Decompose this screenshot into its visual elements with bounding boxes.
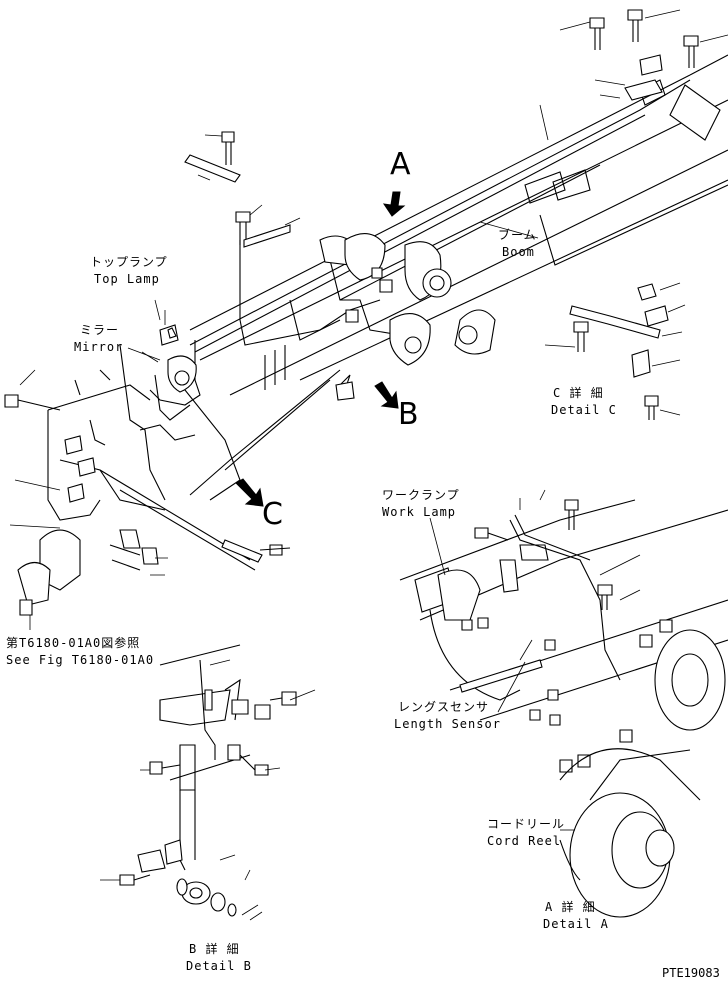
detail-b-drawing bbox=[100, 644, 316, 921]
view-a-letter: A bbox=[390, 147, 411, 182]
see-fig-label-en: See Fig T6180-01A0 bbox=[6, 653, 155, 667]
work-lamp-label-jp: ワークランプ bbox=[382, 488, 460, 502]
boom-label-en: Boom bbox=[502, 245, 535, 259]
top-lamp-label-jp: トップランプ bbox=[90, 255, 168, 269]
mirror-label-en: Mirror bbox=[74, 340, 124, 354]
top-lamp-label-en: Top Lamp bbox=[94, 272, 160, 286]
detail-b-caption-jp: B 詳 細 bbox=[189, 942, 240, 956]
detail-c-drawing bbox=[544, 282, 686, 420]
detail-b-caption-en: Detail B bbox=[186, 959, 252, 973]
view-b-letter: B bbox=[398, 397, 419, 432]
drawing-code: PTE19083 bbox=[662, 966, 720, 980]
mirror-label-jp: ミラー bbox=[80, 323, 120, 337]
see-fig-label-jp: 第T6180-01A0図参照 bbox=[6, 636, 141, 650]
view-c-letter: C bbox=[262, 497, 283, 532]
work-lamp-label-en: Work Lamp bbox=[382, 505, 457, 519]
cord-reel-label-en: Cord Reel bbox=[487, 834, 562, 848]
top-bolts bbox=[539, 9, 728, 141]
left-connectors bbox=[4, 369, 168, 616]
detail-a-leaders bbox=[429, 517, 575, 831]
detail-a-caption-jp: A 詳 細 bbox=[545, 900, 596, 914]
boom-harness bbox=[189, 54, 728, 353]
detail-a-drawing bbox=[399, 489, 728, 918]
detail-c-caption-jp: C 詳 細 bbox=[553, 386, 604, 400]
leaders bbox=[29, 221, 539, 630]
boom-body bbox=[189, 74, 728, 396]
boom-label-jp: ブーム bbox=[498, 228, 537, 242]
view-arrows bbox=[235, 191, 406, 507]
length-sensor-label-en: Length Sensor bbox=[394, 717, 501, 731]
upper-left-bracket bbox=[184, 131, 301, 248]
detail-c-caption-en: Detail C bbox=[551, 403, 617, 417]
length-sensor-label-jp: レングスセンサ bbox=[398, 700, 490, 714]
top-lamp-mirror bbox=[139, 310, 197, 441]
detail-a-caption-en: Detail A bbox=[543, 917, 609, 931]
cord-reel-label-jp: コードリール bbox=[487, 817, 566, 831]
left-harness bbox=[189, 233, 452, 496]
